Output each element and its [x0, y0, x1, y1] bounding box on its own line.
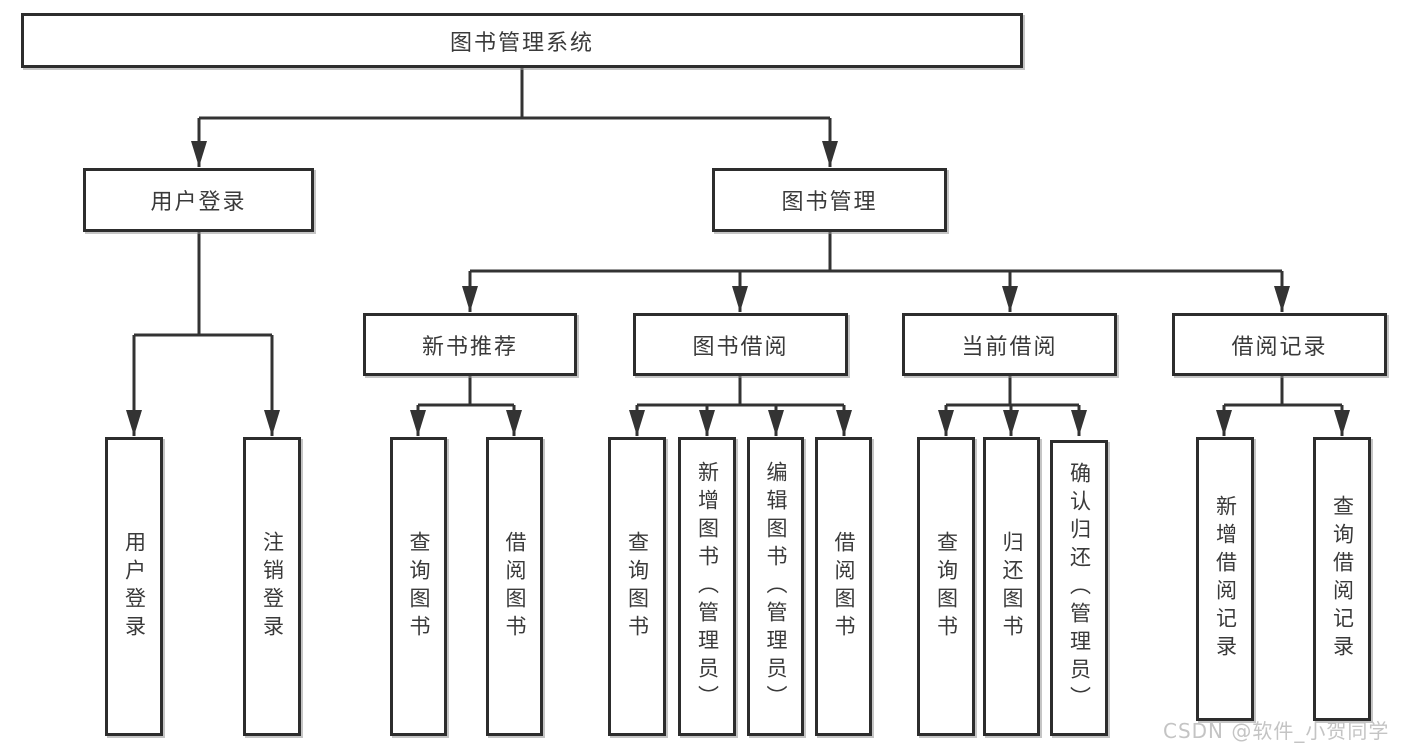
node-new-book-recommend: 新书推荐 [363, 313, 577, 376]
node-user-login: 用户登录 [83, 168, 314, 232]
node-root: 图书管理系统 [21, 13, 1023, 68]
node-root-label: 图书管理系统 [449, 30, 594, 56]
leaf-logout: 注销登录 [243, 437, 301, 736]
leaf-confirm-return-admin-label: 确认归还（管理员） [1067, 462, 1092, 714]
leaf-query-books-2: 查询图书 [608, 437, 666, 736]
leaf-query-books-3: 查询图书 [917, 437, 975, 736]
leaf-edit-book-admin: 编辑图书（管理员） [747, 437, 804, 736]
leaf-query-books-1-label: 查询图书 [407, 530, 431, 643]
csdn-watermark: CSDN @软件_小贺同学 [1163, 719, 1390, 743]
leaf-borrow-books-1: 借阅图书 [486, 437, 543, 736]
leaf-query-borrow-record: 查询借阅记录 [1313, 437, 1371, 721]
leaf-query-books-2-label: 查询图书 [625, 530, 650, 643]
node-book-borrow: 图书借阅 [633, 313, 848, 376]
leaf-query-books-1: 查询图书 [390, 437, 447, 736]
leaf-edit-book-admin-label: 编辑图书（管理员） [764, 460, 788, 713]
leaf-return-book: 归还图书 [983, 437, 1040, 736]
node-new-book-recommend-label: 新书推荐 [421, 334, 518, 360]
node-book-management: 图书管理 [712, 168, 947, 232]
leaf-add-book-admin-label: 新增图书（管理员） [695, 460, 720, 713]
leaf-borrow-books-1-label: 借阅图书 [503, 530, 527, 643]
leaf-return-book-label: 归还图书 [1000, 530, 1024, 643]
leaf-user-login-label: 用户登录 [122, 530, 147, 643]
leaf-logout-label: 注销登录 [260, 530, 285, 643]
node-book-management-label: 图书管理 [781, 190, 878, 215]
leaf-add-book-admin: 新增图书（管理员） [678, 437, 736, 736]
node-book-borrow-label: 图书借阅 [692, 334, 789, 360]
node-current-borrow: 当前借阅 [902, 313, 1117, 376]
leaf-query-books-3-label: 查询图书 [934, 530, 959, 643]
leaf-confirm-return-admin: 确认归还（管理员） [1050, 440, 1108, 736]
leaf-add-borrow-record-label: 新增借阅记录 [1213, 495, 1238, 663]
leaf-user-login: 用户登录 [105, 437, 163, 736]
node-borrow-records-label: 借阅记录 [1231, 334, 1328, 360]
node-current-borrow-label: 当前借阅 [961, 334, 1058, 360]
leaf-query-borrow-record-label: 查询借阅记录 [1330, 495, 1355, 663]
node-borrow-records: 借阅记录 [1172, 313, 1387, 376]
leaf-borrow-books-2: 借阅图书 [815, 437, 872, 736]
leaf-borrow-books-2-label: 借阅图书 [832, 530, 856, 643]
leaf-add-borrow-record: 新增借阅记录 [1196, 437, 1254, 721]
node-user-login-label: 用户登录 [150, 190, 247, 215]
